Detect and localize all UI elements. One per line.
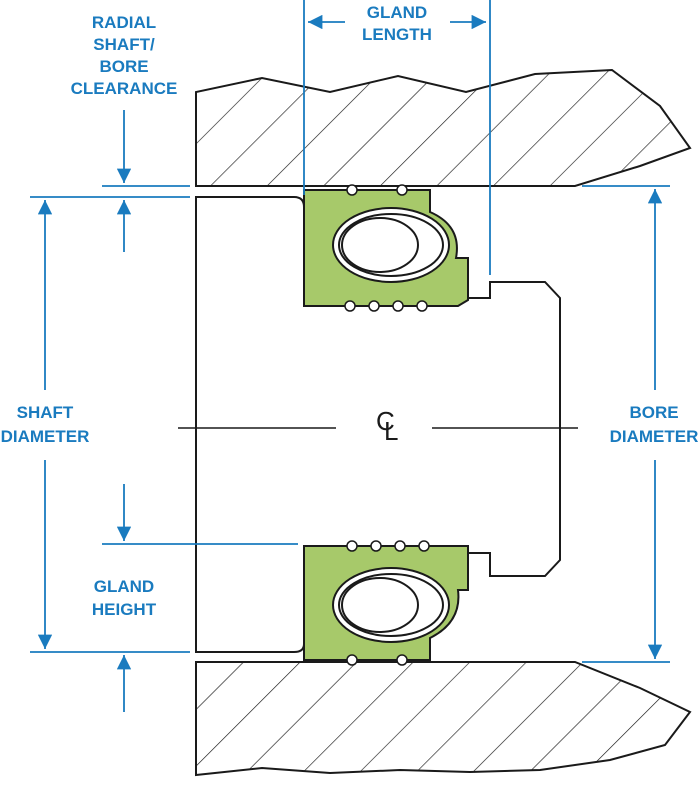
- radial-clearance-line-2: SHAFT/: [93, 35, 155, 54]
- bore-housing-top: [195, 68, 692, 187]
- gland-height-line-1: GLAND: [94, 577, 154, 596]
- seal-bottom: [303, 540, 469, 666]
- label-radial-clearance: RADIAL SHAFT/ BORE CLEARANCE: [71, 13, 178, 98]
- radial-clearance-line-1: RADIAL: [92, 13, 156, 32]
- dimension-lines: [30, 0, 670, 663]
- gland-length-line-1: GLAND: [367, 3, 427, 22]
- label-shaft-diameter: SHAFT DIAMETER: [1, 403, 90, 446]
- centerline: C L: [178, 406, 578, 446]
- label-gland-height: GLAND HEIGHT: [92, 577, 157, 619]
- gland-height-line-2: HEIGHT: [92, 600, 157, 619]
- label-bore-diameter: BORE DIAMETER: [610, 403, 699, 446]
- shaft-diameter-line-1: SHAFT: [17, 403, 74, 422]
- shaft-diameter-line-2: DIAMETER: [1, 427, 90, 446]
- bore-diameter-line-1: BORE: [629, 403, 678, 422]
- shaft-outline: [195, 196, 561, 653]
- dimension-arrows: [37, 14, 663, 712]
- gland-length-line-2: LENGTH: [362, 25, 432, 44]
- bore-housing-bottom: [195, 661, 692, 777]
- centerline-symbol-c: C: [376, 406, 395, 436]
- radial-clearance-line-4: CLEARANCE: [71, 79, 178, 98]
- bore-diameter-line-2: DIAMETER: [610, 427, 699, 446]
- label-gland-length: GLAND LENGTH: [362, 3, 432, 44]
- radial-clearance-line-3: BORE: [99, 57, 148, 76]
- centerline-symbol-l: L: [384, 416, 398, 446]
- seal-top: [303, 184, 469, 312]
